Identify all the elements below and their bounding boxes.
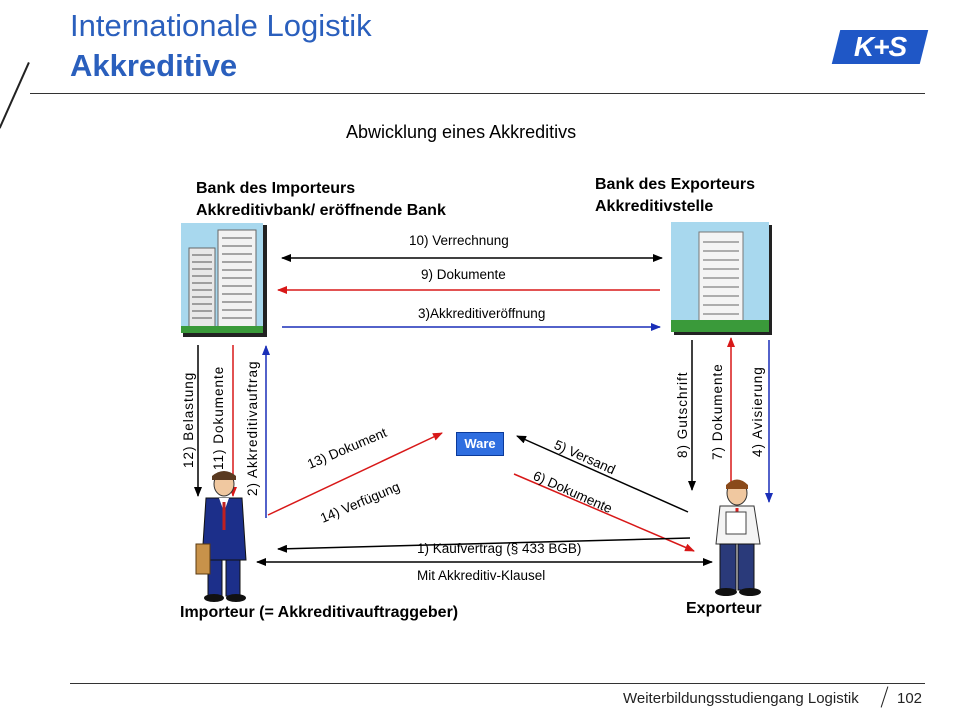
footer-text: Weiterbildungsstudiengang Logistik <box>623 690 859 707</box>
importer-person-icon <box>195 471 247 602</box>
page-title: Internationale Logistik <box>70 8 372 43</box>
arrow-5-versand <box>516 435 689 513</box>
importer-bank-building-icon <box>181 223 267 337</box>
label-8-gutschrift: 8) Gutschrift <box>675 371 690 458</box>
arrow-1-kaufvertrag <box>277 537 691 553</box>
label-1-kaufvertrag: 1) Kaufvertrag (§ 433 BGB) <box>417 541 582 556</box>
exporter-person-icon <box>715 479 761 596</box>
label-mit-akkreditiv-klausel: Mit Akkreditiv-Klausel <box>417 568 546 583</box>
exporter-label: Exporteur <box>686 600 762 617</box>
ware-box: Ware <box>456 432 504 456</box>
label-2-akkreditivauftrag: 2) Akkreditivauftrag <box>245 360 260 496</box>
footer-divider <box>70 683 925 684</box>
exporter-bank-building-icon <box>671 222 772 335</box>
label-9-dokumente: 9) Dokumente <box>421 267 506 282</box>
header-divider <box>30 93 925 94</box>
importer-label: Importeur (= Akkreditivauftraggeber) <box>180 604 459 621</box>
label-10-verrechnung: 10) Verrechnung <box>409 233 509 248</box>
label-11-dokumente: 11) Dokumente <box>211 365 226 470</box>
importer-bank-name: Bank des Importeurs <box>196 180 356 197</box>
importer-bank-role: Akkreditivbank/ eröffnende Bank <box>196 202 446 219</box>
page-subtitle: Akkreditive <box>70 48 238 83</box>
page-number: 102 <box>897 690 923 707</box>
arrow-13-dokument <box>267 432 443 516</box>
exporter-bank-name: Bank des Exporteurs <box>595 176 756 193</box>
ks-logo-text: K+S <box>853 31 907 62</box>
diagram-title: Abwicklung eines Akkreditivs <box>346 122 577 142</box>
label-12-belastung: 12) Belastung <box>181 371 196 468</box>
label-3-akkreditiveroeffnung: 3)Akkreditiveröffnung <box>418 306 546 321</box>
exporter-bank-role: Akkreditivstelle <box>595 198 714 215</box>
label-7-dokumente: 7) Dokumente <box>710 363 725 460</box>
label-4-avisierung: 4) Avisierung <box>750 366 765 457</box>
